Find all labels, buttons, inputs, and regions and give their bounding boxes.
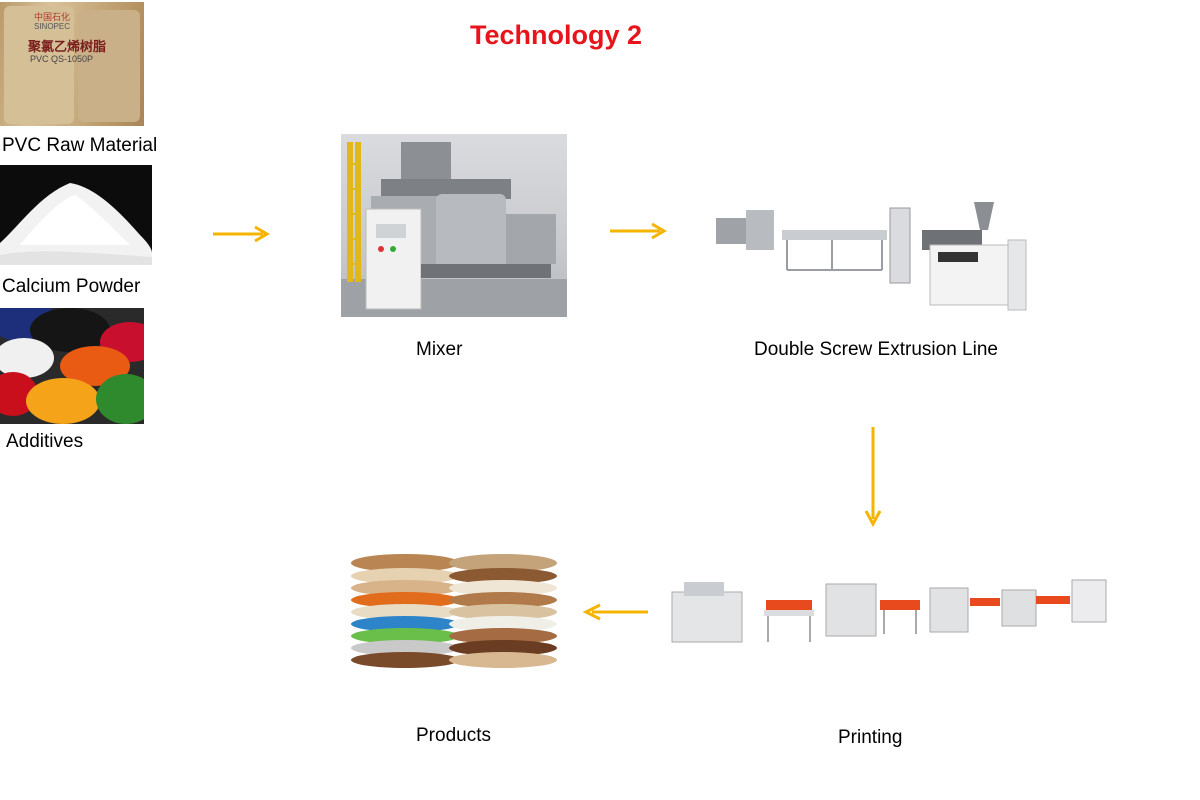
diagram-title: Technology 2 bbox=[470, 20, 643, 50]
printing-line-graphic bbox=[671, 579, 1107, 643]
extrusion-line-label: Double Screw Extrusion Line bbox=[754, 339, 998, 360]
pvc-raw-material-label: PVC Raw Material bbox=[2, 135, 158, 156]
mixer-label: Mixer bbox=[416, 339, 463, 360]
powder-pile-graphic bbox=[0, 183, 152, 265]
arrow-down-to-printing bbox=[863, 425, 883, 529]
extrusion-line-image bbox=[712, 200, 1032, 318]
additives-label: Additives bbox=[6, 431, 84, 452]
mixer-graphic bbox=[341, 142, 567, 317]
bag-grade: PVC QS-1050P bbox=[30, 54, 94, 64]
products-label: Products bbox=[416, 725, 491, 746]
printing-line-image bbox=[668, 572, 1110, 654]
arrow-left-to-products bbox=[580, 602, 650, 622]
arrow-right-to-extrusion bbox=[608, 221, 668, 241]
products-image bbox=[345, 546, 561, 679]
additives-image bbox=[0, 308, 144, 424]
bag-name-cn: 聚氯乙烯树脂 bbox=[28, 39, 107, 54]
extrusion-line-graphic bbox=[716, 202, 1027, 311]
printing-label: Printing bbox=[838, 727, 903, 748]
mixer-image bbox=[341, 134, 567, 317]
calcium-powder-image bbox=[0, 165, 152, 265]
bag-brand-cn: 中国石化 bbox=[34, 12, 71, 22]
bag-brand: SINOPEC bbox=[34, 22, 71, 31]
calcium-powder-label: Calcium Powder bbox=[2, 276, 141, 297]
arrow-right-to-mixer bbox=[211, 224, 271, 244]
pvc-raw-material-image: 中国石化 SINOPEC 聚氯乙烯树脂 PVC QS-1050P bbox=[0, 2, 144, 126]
